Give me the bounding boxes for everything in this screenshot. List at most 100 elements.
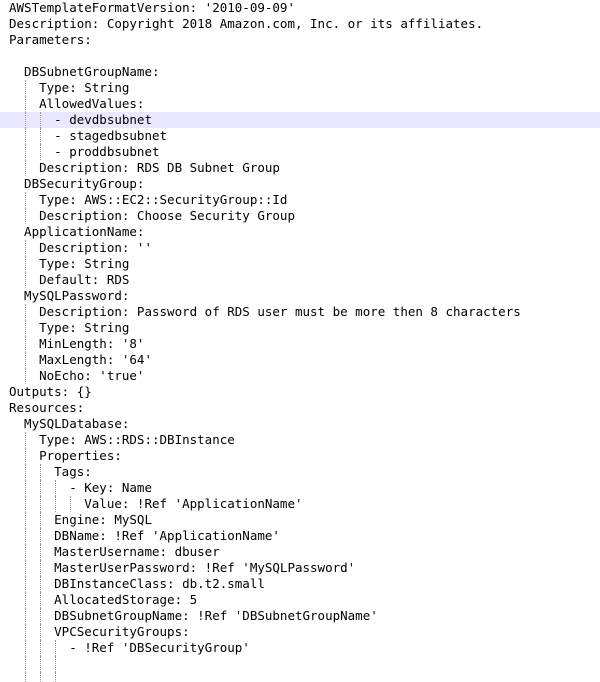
indent-guide	[25, 432, 27, 448]
indent-guide	[25, 528, 27, 544]
indent-guide	[25, 112, 27, 128]
code-line[interactable]: Resources:	[0, 400, 600, 416]
indent-guide	[40, 656, 42, 672]
code-line[interactable]: Type: String	[0, 320, 600, 336]
code-line-text: Description: Copyright 2018 Amazon.com, …	[9, 16, 484, 31]
code-line[interactable]: - stagedbsubnet	[0, 128, 600, 144]
code-line-text: Description: Password of RDS user must b…	[9, 304, 521, 319]
code-line[interactable]	[0, 672, 600, 682]
code-line-text: AllocatedStorage: 5	[9, 592, 198, 607]
code-line-text: ApplicationName:	[9, 224, 145, 239]
code-line[interactable]: DBSecurityGroup:	[0, 176, 600, 192]
indent-guide	[25, 512, 27, 528]
indent-guide	[55, 496, 57, 512]
code-line[interactable]: Description: Copyright 2018 Amazon.com, …	[0, 16, 600, 32]
indent-guide	[25, 480, 27, 496]
indent-guide	[25, 144, 27, 160]
indent-guide	[40, 528, 42, 544]
code-line[interactable]: DBInstanceClass: db.t2.small	[0, 576, 600, 592]
code-line-text: Value: !Ref 'ApplicationName'	[9, 496, 303, 511]
code-line[interactable]: VPCSecurityGroups:	[0, 624, 600, 640]
code-line[interactable]: Properties:	[0, 448, 600, 464]
indent-guide	[25, 640, 27, 656]
indent-guide	[25, 560, 27, 576]
code-line[interactable]: Outputs: {}	[0, 384, 600, 400]
code-line-text: Type: AWS::RDS::DBInstance	[9, 432, 235, 447]
code-line-text: DBName: !Ref 'ApplicationName'	[9, 528, 280, 543]
code-line[interactable]: - !Ref 'DBSecurityGroup'	[0, 640, 600, 656]
code-line-text: - devdbsubnet	[9, 112, 152, 127]
code-line[interactable]	[0, 48, 600, 64]
code-line-text: Type: String	[9, 256, 130, 271]
code-line-text: Description: Choose Security Group	[9, 208, 295, 223]
indent-guide	[55, 672, 57, 682]
code-line[interactable]: Type: String	[0, 80, 600, 96]
indent-guide	[25, 624, 27, 640]
indent-guide	[40, 560, 42, 576]
code-line[interactable]: Parameters:	[0, 32, 600, 48]
code-line[interactable]: Type: AWS::EC2::SecurityGroup::Id	[0, 192, 600, 208]
code-line[interactable]: MinLength: '8'	[0, 336, 600, 352]
indent-guide	[25, 448, 27, 464]
indent-guide	[40, 624, 42, 640]
indent-guide	[40, 496, 42, 512]
code-line[interactable]: Engine: MySQL	[0, 512, 600, 528]
code-line-text: DBSecurityGroup:	[9, 176, 145, 191]
indent-guide	[40, 512, 42, 528]
code-line-text: Properties:	[9, 448, 122, 463]
code-line[interactable]: - devdbsubnet	[0, 112, 600, 128]
code-line[interactable]	[0, 656, 600, 672]
code-line[interactable]: - Key: Name	[0, 480, 600, 496]
indent-guide	[25, 672, 27, 682]
indent-guide	[25, 576, 27, 592]
indent-guide	[70, 496, 72, 512]
code-line-text	[9, 656, 69, 671]
indent-guide	[40, 128, 42, 144]
code-line-text: DBInstanceClass: db.t2.small	[9, 576, 265, 591]
indent-guide	[40, 592, 42, 608]
code-line[interactable]: Description: ''	[0, 240, 600, 256]
code-line[interactable]: AWSTemplateFormatVersion: '2010-09-09'	[0, 0, 600, 16]
code-line[interactable]: ApplicationName:	[0, 224, 600, 240]
code-line[interactable]: DBSubnetGroupName: !Ref 'DBSubnetGroupNa…	[0, 608, 600, 624]
code-line-text: MinLength: '8'	[9, 336, 145, 351]
code-line[interactable]: Value: !Ref 'ApplicationName'	[0, 496, 600, 512]
code-line[interactable]: Type: String	[0, 256, 600, 272]
code-line[interactable]: Default: RDS	[0, 272, 600, 288]
indent-guide	[55, 640, 57, 656]
code-line-text: AllowedValues:	[9, 96, 145, 111]
indent-guide	[25, 496, 27, 512]
code-line[interactable]: DBName: !Ref 'ApplicationName'	[0, 528, 600, 544]
indent-guide	[25, 320, 27, 336]
code-line[interactable]: Description: Choose Security Group	[0, 208, 600, 224]
code-line-text: VPCSecurityGroups:	[9, 624, 190, 639]
code-line-text: Parameters:	[9, 32, 92, 47]
code-line[interactable]: AllowedValues:	[0, 96, 600, 112]
code-line[interactable]: DBSubnetGroupName:	[0, 64, 600, 80]
code-line[interactable]: Description: Password of RDS user must b…	[0, 304, 600, 320]
code-line[interactable]: - proddbsubnet	[0, 144, 600, 160]
code-line[interactable]: Type: AWS::RDS::DBInstance	[0, 432, 600, 448]
indent-guide	[40, 480, 42, 496]
indent-guide	[25, 592, 27, 608]
indent-guide	[40, 144, 42, 160]
code-line[interactable]: MaxLength: '64'	[0, 352, 600, 368]
code-line[interactable]: Tags:	[0, 464, 600, 480]
indent-guide	[25, 656, 27, 672]
code-line-text: Resources:	[9, 400, 85, 415]
indent-guide	[25, 128, 27, 144]
indent-guide	[40, 672, 42, 682]
code-line[interactable]: MasterUserPassword: !Ref 'MySQLPassword'	[0, 560, 600, 576]
indent-guide	[40, 464, 42, 480]
code-line[interactable]: NoEcho: 'true'	[0, 368, 600, 384]
code-line[interactable]: MySQLPassword:	[0, 288, 600, 304]
code-line-text: Engine: MySQL	[9, 512, 152, 527]
code-line[interactable]: MasterUsername: dbuser	[0, 544, 600, 560]
code-line-text: Outputs: {}	[9, 384, 92, 399]
code-line[interactable]: MySQLDatabase:	[0, 416, 600, 432]
code-line[interactable]: Description: RDS DB Subnet Group	[0, 160, 600, 176]
code-line-text: - stagedbsubnet	[9, 128, 168, 143]
code-line[interactable]: AllocatedStorage: 5	[0, 592, 600, 608]
